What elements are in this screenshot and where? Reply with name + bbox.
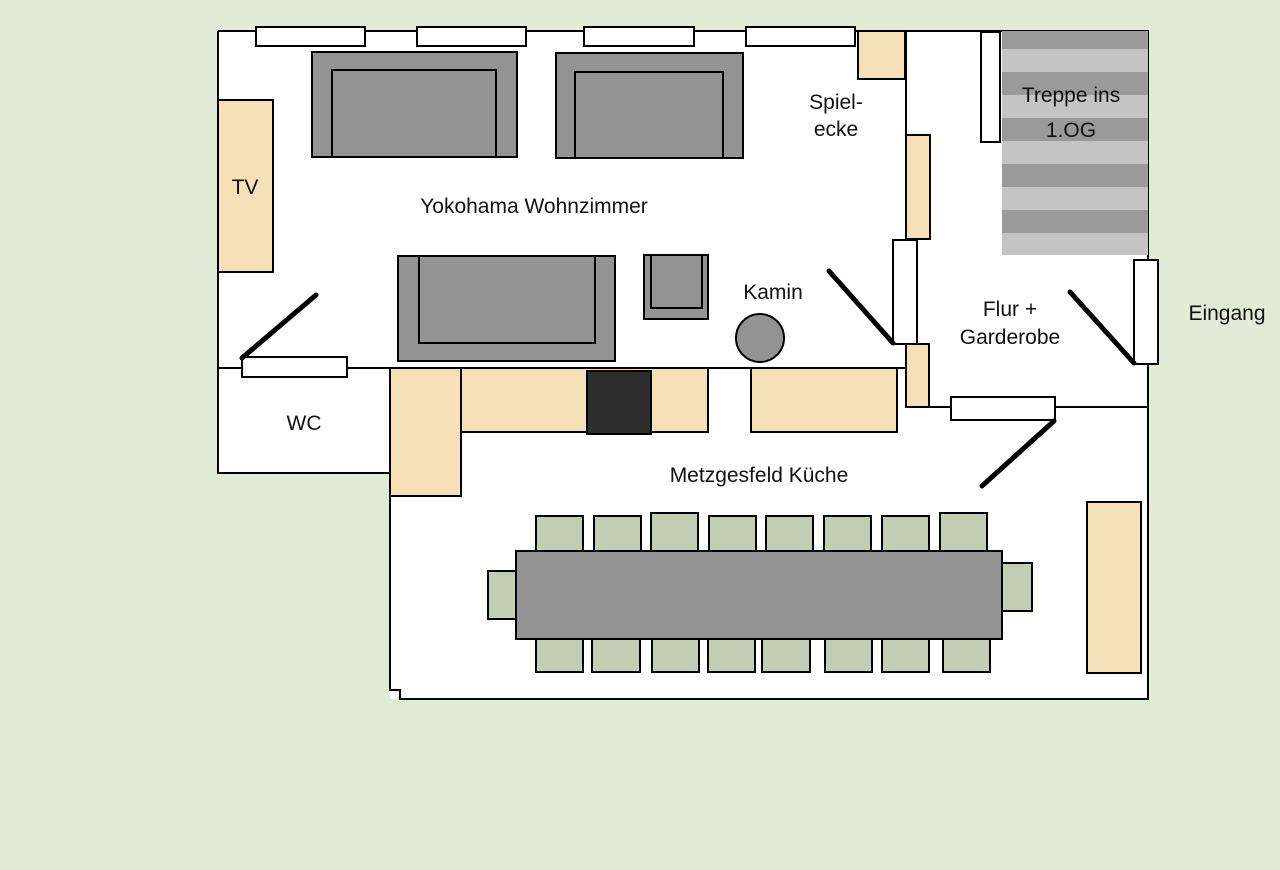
chair-top xyxy=(593,515,642,552)
chair-bottom xyxy=(535,638,584,673)
chair-bottom xyxy=(707,638,756,673)
kitchen-door-frame xyxy=(950,396,1056,421)
stair-step xyxy=(1002,49,1148,72)
counter-right xyxy=(750,367,898,433)
sideboard xyxy=(1086,501,1142,674)
chair-bottom xyxy=(824,638,873,673)
stair-step xyxy=(1002,210,1148,233)
chair-bottom xyxy=(761,638,811,673)
fireplace-label: Kamin xyxy=(743,281,803,304)
entrance-label: Eingang xyxy=(1188,302,1265,325)
stairs-label-2: 1.OG xyxy=(1046,119,1096,142)
stairs xyxy=(1002,31,1148,255)
chair-right-end xyxy=(1000,562,1033,612)
kitchen-counters xyxy=(389,367,1142,674)
stair-step xyxy=(1002,141,1148,164)
armchair-seat xyxy=(650,254,703,309)
chair-top xyxy=(881,515,930,552)
wc-floor xyxy=(218,368,390,473)
chair-top xyxy=(765,515,814,552)
play-corner-label-2: ecke xyxy=(814,118,858,141)
window-1 xyxy=(255,26,366,47)
hall-label-1: Flur + xyxy=(983,298,1037,321)
kitchen-door-swing xyxy=(979,418,1057,489)
chair-top xyxy=(650,512,699,552)
stair-step xyxy=(1002,31,1148,49)
hall-label-2: Garderobe xyxy=(960,326,1060,349)
entrance-door-swing xyxy=(1067,289,1137,366)
chair-top xyxy=(939,512,988,552)
hall-door-frame xyxy=(892,239,918,345)
hall-cabinet xyxy=(905,343,930,408)
counter-main xyxy=(460,367,709,433)
stairs-label-1: Treppe ins xyxy=(1022,84,1120,107)
window-3 xyxy=(583,26,695,47)
stair-step xyxy=(1002,233,1148,255)
wc-door-swing xyxy=(239,292,319,361)
counter-left-corner xyxy=(389,367,462,497)
chair-left-end xyxy=(487,570,519,620)
entrance-door-frame xyxy=(1133,259,1159,365)
dining-table xyxy=(515,550,1003,640)
wc-door-frame xyxy=(241,356,348,378)
chair-bottom xyxy=(651,638,700,673)
fireplace xyxy=(735,313,785,363)
chair-top xyxy=(823,515,872,552)
tv-label: TV xyxy=(232,176,259,199)
hall-door-swing xyxy=(826,268,896,346)
stair-step xyxy=(1002,164,1148,187)
chair-bottom xyxy=(881,638,930,673)
window-2 xyxy=(416,26,527,47)
sofa-bottom-seat xyxy=(418,255,596,344)
sofa-top-left-seat xyxy=(331,69,497,158)
chair-bottom xyxy=(591,638,641,673)
play-corner-cabinet xyxy=(857,30,906,80)
living-room-label: Yokohama Wohnzimmer xyxy=(420,195,648,218)
sofa-top-right-seat xyxy=(574,71,724,159)
play-corner-label-1: Spiel- xyxy=(809,91,863,114)
stair-railing xyxy=(980,31,1001,143)
window-4 xyxy=(745,26,856,47)
wc-label: WC xyxy=(287,412,322,435)
door-swings xyxy=(239,268,1137,489)
wall-shelf xyxy=(905,134,931,240)
stair-step xyxy=(1002,118,1148,141)
chair-bottom xyxy=(942,638,991,673)
stair-step xyxy=(1002,187,1148,210)
chair-top xyxy=(708,515,757,552)
stair-step xyxy=(1002,95,1148,118)
kitchen-label: Metzgesfeld Küche xyxy=(670,464,849,487)
sofas xyxy=(311,51,744,362)
tv-cabinet xyxy=(217,99,274,273)
chair-top xyxy=(535,515,584,552)
dining-chairs xyxy=(487,512,1033,673)
windows xyxy=(255,26,856,47)
stove xyxy=(586,370,652,435)
stair-step xyxy=(1002,72,1148,95)
